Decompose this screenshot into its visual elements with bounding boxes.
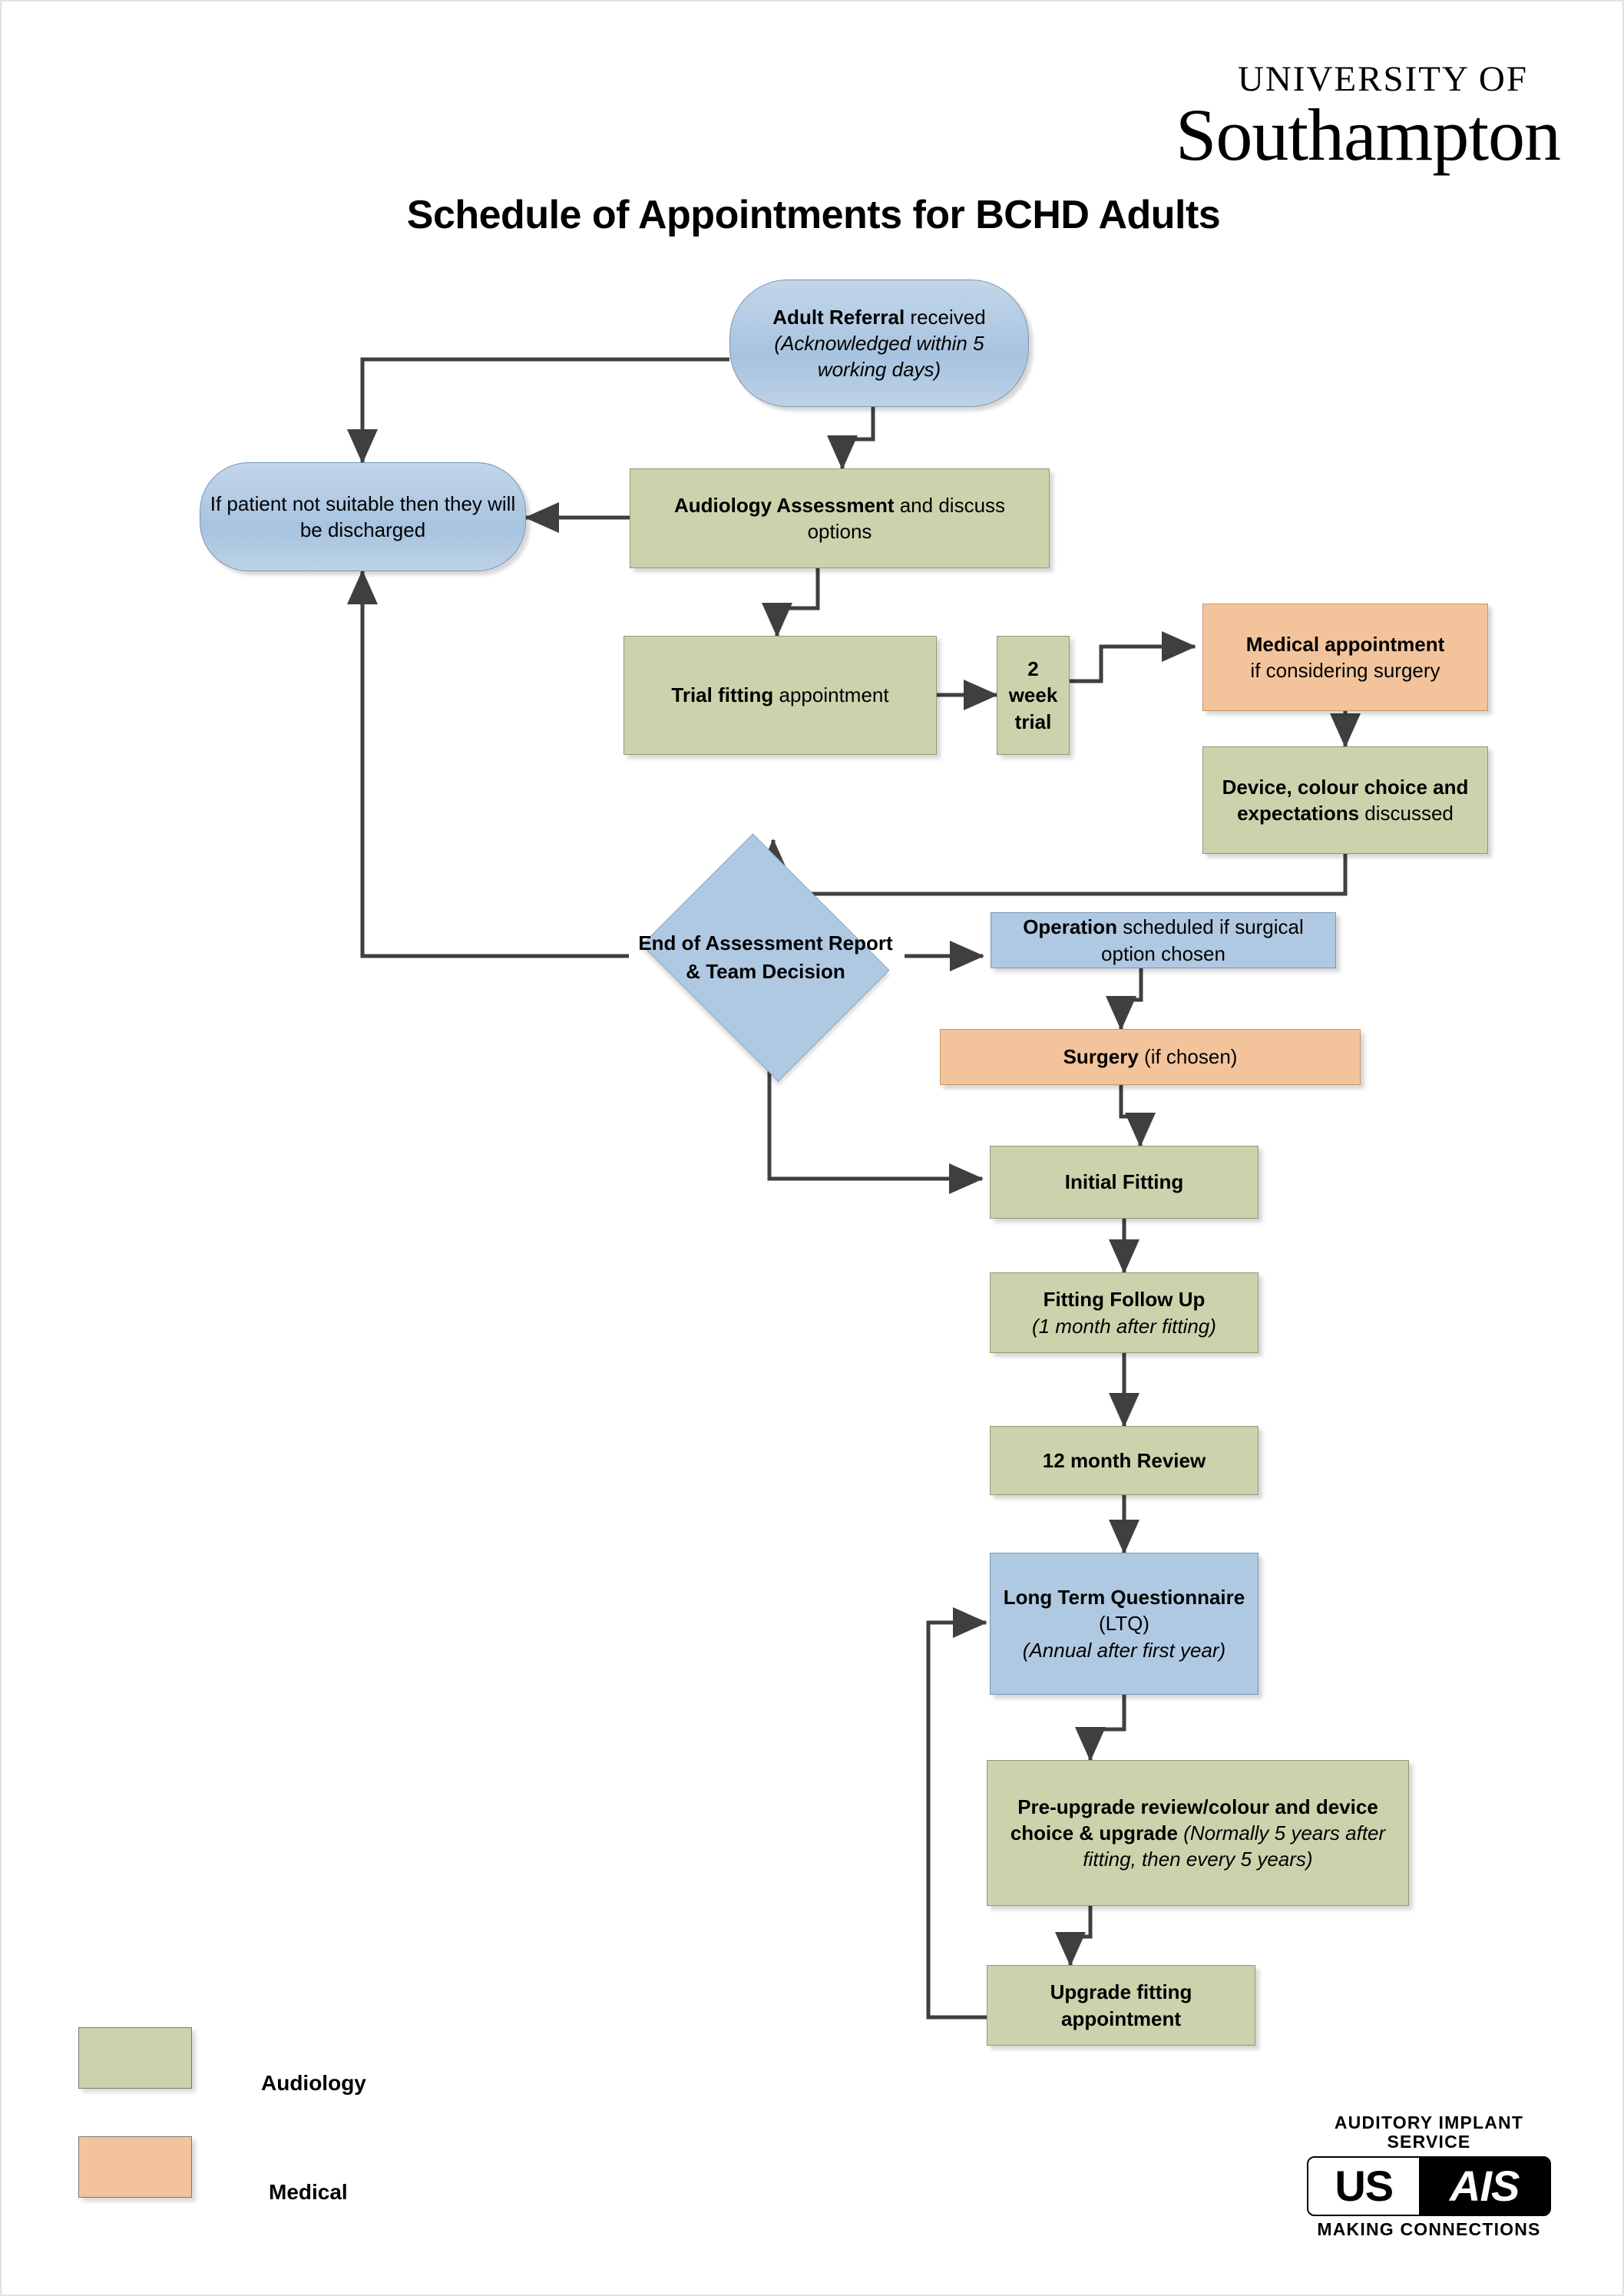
wire-referral-to-assessment (827, 407, 875, 470)
node-surgery-label: Surgery (if chosen) (1063, 1045, 1238, 1069)
legend-label-medical: Medical (269, 2180, 348, 2204)
node-pre-upgrade-review-label: Pre-upgrade review/colour and device cho… (1010, 1795, 1386, 1871)
wire-referral-to-discharge (347, 357, 729, 464)
node-medical-appointment-title: Medical appointment (1245, 632, 1445, 656)
node-operation-scheduled-label: Operation scheduled if surgical option c… (1023, 915, 1304, 965)
node-2-week-trial[interactable]: 2 week trial (997, 636, 1070, 755)
wire-surgery-to-initialfitting (1119, 1085, 1156, 1147)
node-initial-fitting[interactable]: Initial Fitting (990, 1146, 1259, 1219)
node-upgrade-fitting-appointment-label: Upgrade fitting appointment (1050, 1980, 1192, 2030)
usais-logo-wordmark: US AIS (1307, 2155, 1551, 2216)
university-logo-line1: UNIVERSITY OF (1237, 59, 1528, 99)
node-ltq-title: Long Term Questionnaire (LTQ) (1003, 1586, 1245, 1636)
node-audiology-assessment[interactable]: Audiology Assessment and discuss options (630, 468, 1050, 568)
wire-assessment-to-trial (762, 568, 820, 637)
node-patient-discharged-label: If patient not suitable then they will b… (210, 491, 516, 541)
node-adult-referral-line2: (Acknowledged within 5 working days) (774, 331, 984, 382)
node-upgrade-fitting-appointment[interactable]: Upgrade fitting appointment (987, 1965, 1255, 2046)
university-logo-line2: Southampton (1175, 94, 1561, 176)
node-device-colour-choice-label: Device, colour choice and expectations d… (1222, 775, 1469, 825)
node-12-month-review[interactable]: 12 month Review (990, 1426, 1259, 1495)
node-trial-fitting[interactable]: Trial fitting appointment (623, 636, 937, 755)
node-initial-fitting-label: Initial Fitting (1064, 1170, 1184, 1194)
node-end-of-assessment-decision[interactable]: End of Assessment Report & Team Decision (629, 833, 902, 1082)
node-fitting-follow-up-sub: (1 month after fitting) (1032, 1314, 1216, 1338)
node-end-of-assessment-decision-label: End of Assessment Report & Team Decision (638, 931, 893, 983)
usais-logo-us: US (1308, 2157, 1420, 2215)
node-ltq-sub: (Annual after first year) (1022, 1638, 1226, 1662)
node-device-colour-choice[interactable]: Device, colour choice and expectations d… (1202, 746, 1488, 854)
node-operation-scheduled[interactable]: Operation scheduled if surgical option c… (991, 912, 1336, 968)
usais-logo-ais: AIS (1419, 2157, 1550, 2215)
node-audiology-assessment-label: Audiology Assessment and discuss options (673, 493, 1006, 543)
wire-decision-to-initialfitting (767, 1070, 984, 1194)
usais-logo: AUDITORY IMPLANT SERVICE US AIS MAKING C… (1307, 2112, 1551, 2239)
node-adult-referral-line1: Adult Referral received (772, 305, 986, 329)
node-pre-upgrade-review[interactable]: Pre-upgrade review/colour and device cho… (987, 1760, 1409, 1906)
node-fitting-follow-up[interactable]: Fitting Follow Up (1 month after fitting… (990, 1272, 1259, 1353)
legend-label-audiology: Audiology (261, 2071, 366, 2095)
wire-ltq-to-preupgrade (1075, 1695, 1126, 1762)
node-adult-referral[interactable]: Adult Referral received (Acknowledged wi… (729, 280, 1029, 407)
page-title: Schedule of Appointments for BCHD Adults (406, 193, 1221, 237)
node-surgery[interactable]: Surgery (if chosen) (940, 1029, 1361, 1085)
node-patient-discharged[interactable]: If patient not suitable then they will b… (200, 462, 526, 571)
node-trial-fitting-label: Trial fitting appointment (671, 683, 889, 707)
wire-upgradefitting-to-ltq (926, 1607, 987, 2020)
node-long-term-questionnaire[interactable]: Long Term Questionnaire (LTQ) (Annual af… (990, 1553, 1259, 1695)
wire-twoweek-to-medical (1070, 631, 1196, 683)
wire-decision-to-discharge (347, 570, 629, 958)
wire-preupgrade-to-upgradefitting (1055, 1906, 1093, 1967)
wire-operation-to-surgery (1106, 968, 1143, 1031)
node-medical-appointment-sub: if considering surgery (1250, 659, 1440, 682)
usais-logo-bottom-text: MAKING CONNECTIONS (1317, 2218, 1541, 2239)
usais-logo-top-text: AUDITORY IMPLANT SERVICE (1334, 2112, 1524, 2152)
node-fitting-follow-up-title: Fitting Follow Up (1043, 1288, 1206, 1312)
university-of-southampton-logo: UNIVERSITY OF Southampton (1107, 59, 1561, 176)
node-medical-appointment[interactable]: Medical appointment if considering surge… (1202, 604, 1488, 711)
node-2-week-trial-label: 2 week trial (1008, 657, 1058, 733)
legend-swatch-medical (78, 2136, 192, 2198)
legend-swatch-audiology (78, 2027, 192, 2089)
node-12-month-review-label: 12 month Review (1042, 1448, 1206, 1472)
